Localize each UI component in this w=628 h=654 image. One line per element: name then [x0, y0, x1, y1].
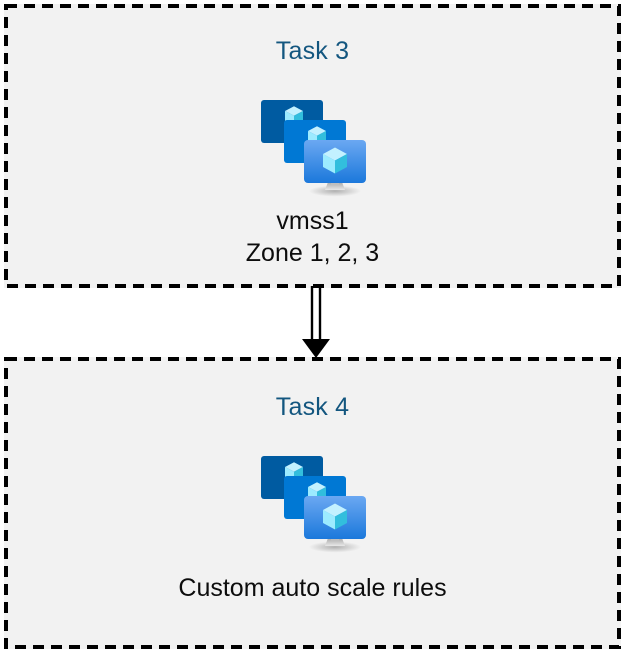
azure-vm-scale-set-icon	[249, 94, 377, 199]
task-box-task-4[interactable]: Task 4	[4, 357, 621, 649]
task-4-title: Task 4	[275, 393, 350, 421]
azure-vm-scale-set-icon	[249, 450, 377, 555]
task-box-task-3[interactable]: Task 3	[4, 4, 621, 288]
task-4-label-line-1: Custom auto scale rules	[178, 574, 447, 602]
task-3-labels: vmss1 Zone 1, 2, 3	[4, 205, 621, 269]
task-4-labels: Custom auto scale rules	[4, 572, 621, 604]
connector-arrow-task3-to-task4	[296, 286, 336, 360]
task-3-label-line-2: Zone 1, 2, 3	[245, 239, 380, 267]
task-3-label-line-1: vmss1	[276, 207, 349, 235]
task-3-title: Task 3	[275, 37, 350, 65]
